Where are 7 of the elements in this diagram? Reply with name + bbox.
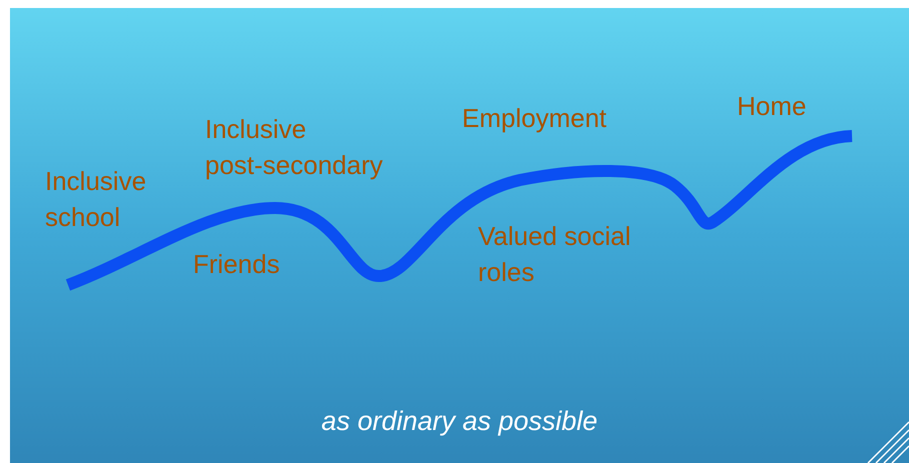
slide-label: Friends bbox=[193, 248, 281, 281]
slide-label: Employment bbox=[462, 102, 608, 135]
slide-label: Valued social roles bbox=[478, 220, 632, 289]
slide-label: Inclusive post-secondary bbox=[205, 113, 384, 182]
slide-label: Inclusive school bbox=[45, 165, 148, 234]
caption: as ordinary as possible bbox=[320, 406, 599, 437]
slide-label: Home bbox=[737, 90, 808, 123]
